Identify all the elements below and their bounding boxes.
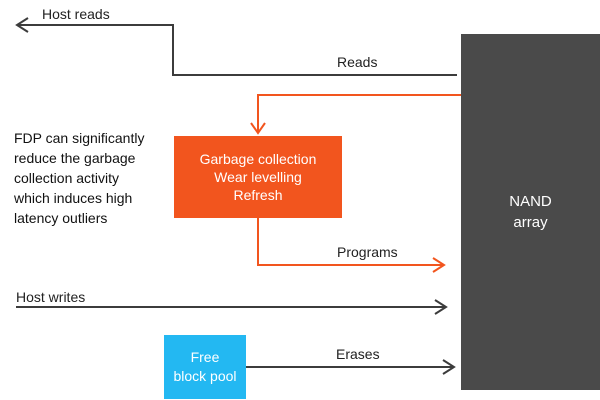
nand-line: NAND	[509, 193, 552, 210]
note-line: which induces high	[14, 190, 133, 206]
programs-arrow	[257, 218, 443, 266]
nand-line: array	[513, 214, 548, 231]
host-reads-arrowhead	[15, 17, 29, 33]
host-reads-label: Host reads	[42, 6, 110, 22]
reads-label: Reads	[337, 54, 378, 70]
gc-read-arrowhead	[250, 122, 266, 135]
programs-label: Programs	[337, 244, 398, 260]
nand-array-block: NAND array	[461, 34, 600, 390]
note-line: FDP can significantly	[14, 130, 145, 146]
note-line: latency outliers	[14, 210, 108, 226]
garbage-collection-box: Garbage collection Wear levelling Refres…	[174, 136, 342, 218]
fdp-note: FDP can significantly reduce the garbage…	[14, 128, 184, 228]
free-line: block pool	[173, 368, 237, 384]
erases-label: Erases	[336, 346, 380, 362]
gc-read-arrow	[257, 94, 463, 132]
host-writes-label: Host writes	[16, 289, 86, 305]
host-writes-arrowhead	[434, 299, 448, 315]
gc-line: Garbage collection	[199, 151, 317, 167]
gc-line: Refresh	[233, 187, 283, 203]
host-reads-arrow	[18, 24, 457, 76]
erases-arrowhead	[442, 359, 456, 375]
programs-arrowhead	[432, 257, 446, 273]
free-line: Free	[190, 349, 220, 365]
gc-line: Wear levelling	[214, 169, 302, 185]
note-line: collection activity	[14, 170, 120, 186]
free-block-pool-box: Free block pool	[164, 335, 246, 399]
note-line: reduce the garbage	[14, 150, 136, 166]
